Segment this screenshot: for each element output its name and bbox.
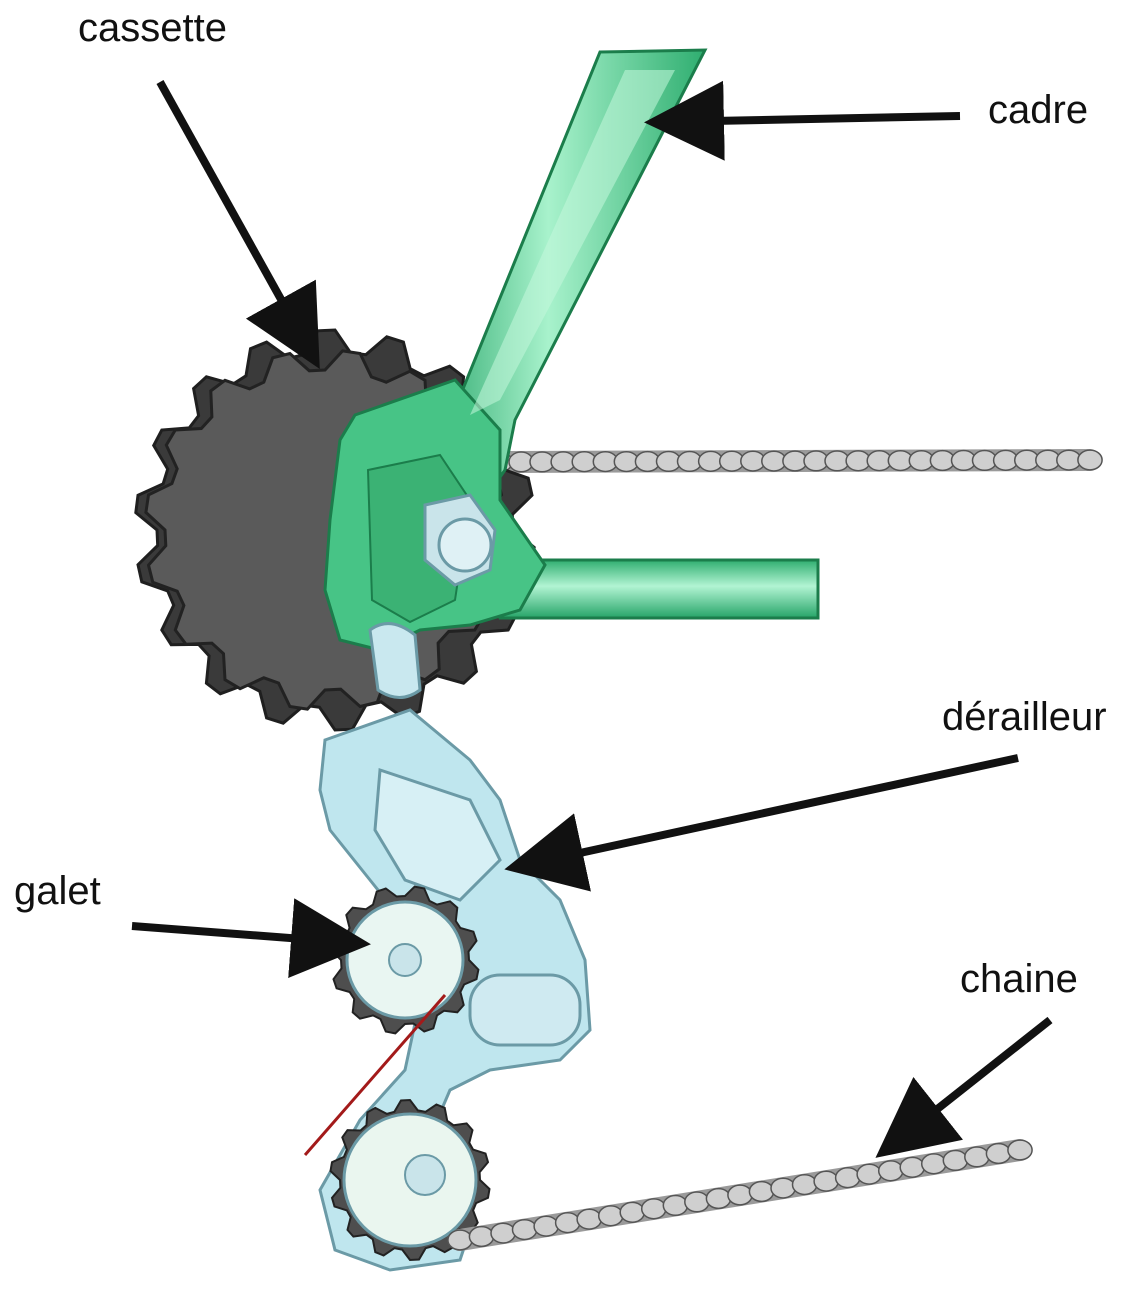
chain-link [965, 1147, 989, 1167]
upper-chain-strand [488, 450, 1102, 472]
chain-link [879, 1161, 903, 1181]
chain-link [706, 1189, 730, 1209]
lower-chain-strand [448, 1140, 1032, 1250]
chain-link [749, 1182, 773, 1202]
chain-link [1078, 450, 1102, 470]
chain-link [943, 1151, 967, 1171]
chain-link [491, 1223, 515, 1243]
chain-link [620, 1202, 644, 1222]
cadre-arrow [660, 116, 960, 122]
chain-link [577, 1209, 601, 1229]
chain-link [836, 1168, 860, 1188]
derailleur-barrel [470, 975, 580, 1045]
chain-link [642, 1199, 666, 1219]
derailleur-arrow [520, 758, 1018, 866]
cassette-label: cassette [78, 8, 227, 48]
galet-label: galet [14, 871, 101, 911]
cassette-arrow [160, 82, 312, 355]
chain-link [599, 1206, 623, 1226]
cadre-label: cadre [988, 90, 1088, 130]
chain-link [900, 1157, 924, 1177]
chain-link [556, 1213, 580, 1233]
chain-link [663, 1196, 687, 1216]
chaine-arrow [888, 1020, 1050, 1148]
chain-link [685, 1192, 709, 1212]
galet-arrow [132, 926, 355, 943]
chain-link [448, 1230, 472, 1250]
upper-jockey-wheel [332, 887, 479, 1034]
chain-link [728, 1185, 752, 1205]
chain-link [469, 1227, 493, 1247]
chain-link [513, 1220, 537, 1240]
chain-link [857, 1164, 881, 1184]
chaine-label: chaine [960, 959, 1078, 999]
chain-link [793, 1175, 817, 1195]
chain-link [1008, 1140, 1032, 1160]
chain-link [534, 1216, 558, 1236]
chain-link [986, 1144, 1010, 1164]
chain-link [922, 1154, 946, 1174]
chain-link [771, 1178, 795, 1198]
derailleur-label: dérailleur [942, 697, 1107, 737]
chain-link [814, 1171, 838, 1191]
derailleur-hanger-bolt [370, 624, 420, 698]
